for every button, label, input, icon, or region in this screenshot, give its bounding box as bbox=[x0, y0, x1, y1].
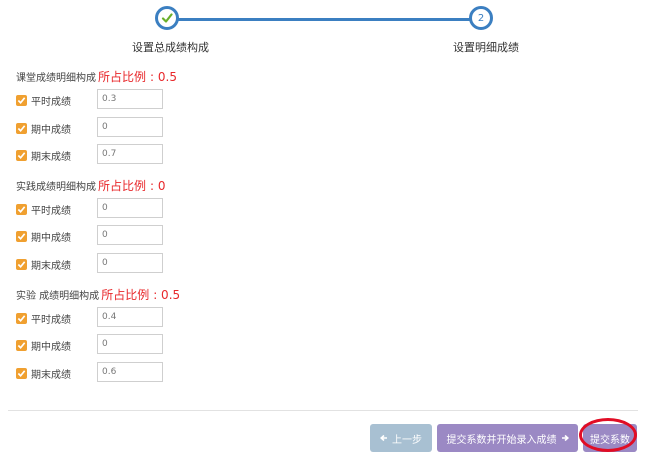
checkmark-icon bbox=[17, 314, 26, 322]
checkmark-icon bbox=[17, 369, 26, 377]
checkbox[interactable] bbox=[16, 230, 27, 242]
row-label: 平时成绩 bbox=[31, 314, 71, 326]
section-header: 实践成绩明细构成 所占比例 : 0 bbox=[16, 177, 166, 194]
checkmark-icon bbox=[17, 205, 26, 213]
step-2-number: 2 bbox=[477, 12, 485, 24]
coefficient-input[interactable] bbox=[97, 362, 163, 382]
arrow-right-icon bbox=[561, 434, 569, 442]
step-2-label: 设置明细成绩 bbox=[453, 41, 519, 54]
coef-row-final: 期末成绩 bbox=[16, 362, 163, 384]
checkmark-icon bbox=[17, 260, 26, 268]
coefficient-input[interactable] bbox=[97, 89, 163, 109]
coef-row-midterm: 期中成绩 bbox=[16, 117, 163, 139]
ratio-label: 所占比例 bbox=[98, 70, 147, 84]
stepper-connector bbox=[168, 18, 482, 21]
coef-row-midterm: 期中成绩 bbox=[16, 334, 163, 356]
checkbox[interactable] bbox=[16, 258, 27, 270]
ratio-label: 所占比例 bbox=[101, 288, 150, 302]
coefficient-input[interactable] bbox=[97, 144, 163, 164]
checkbox[interactable] bbox=[16, 312, 27, 324]
coef-row-midterm: 期中成绩 bbox=[16, 225, 163, 247]
row-label: 期末成绩 bbox=[31, 369, 71, 381]
footer-divider bbox=[8, 410, 638, 411]
step-1-label: 设置总成绩构成 bbox=[132, 41, 209, 54]
section-header: 实验 成绩明细构成 所占比例 : 0.5 bbox=[16, 286, 180, 303]
section-classroom: 课堂成绩明细构成 所占比例 : 0.5 bbox=[16, 68, 177, 85]
row-label: 期中成绩 bbox=[31, 341, 71, 353]
coef-row-final: 期末成绩 bbox=[16, 144, 163, 166]
section-practice: 实践成绩明细构成 所占比例 : 0 bbox=[16, 177, 166, 194]
row-label: 期中成绩 bbox=[31, 124, 71, 136]
row-label: 平时成绩 bbox=[31, 205, 71, 217]
coefficient-input[interactable] bbox=[97, 225, 163, 245]
section-experiment: 实验 成绩明细构成 所占比例 : 0.5 bbox=[16, 286, 180, 303]
checkbox[interactable] bbox=[16, 203, 27, 215]
submit-and-enter-label: 提交系数并开始录入成绩 bbox=[446, 434, 557, 446]
checkmark-icon bbox=[17, 96, 26, 104]
checkmark-icon bbox=[17, 341, 26, 349]
step-2-circle: 2 bbox=[469, 6, 493, 30]
coef-row-final: 期末成绩 bbox=[16, 253, 163, 275]
section-title: 实践成绩明细构成 bbox=[16, 182, 96, 193]
coef-row-usual: 平时成绩 bbox=[16, 307, 163, 329]
section-title: 课堂成绩明细构成 bbox=[16, 73, 96, 84]
coefficient-input[interactable] bbox=[97, 253, 163, 273]
arrow-left-icon bbox=[380, 434, 387, 442]
submit-and-enter-grades-button[interactable]: 提交系数并开始录入成绩 bbox=[437, 424, 578, 452]
check-icon bbox=[161, 13, 173, 23]
section-header: 课堂成绩明细构成 所占比例 : 0.5 bbox=[16, 68, 177, 85]
progress-stepper: 2 设置总成绩构成 设置明细成绩 bbox=[0, 0, 649, 60]
checkmark-icon bbox=[17, 124, 26, 132]
step-1-circle bbox=[155, 6, 179, 30]
ratio-label: 所占比例 bbox=[98, 179, 147, 193]
ratio-value: : 0 bbox=[150, 179, 166, 193]
checkbox[interactable] bbox=[16, 94, 27, 106]
checkbox[interactable] bbox=[16, 122, 27, 134]
coefficient-input[interactable] bbox=[97, 198, 163, 218]
checkbox[interactable] bbox=[16, 149, 27, 161]
checkmark-icon bbox=[17, 232, 26, 240]
prev-step-button[interactable]: 上一步 bbox=[370, 424, 432, 452]
row-label: 期中成绩 bbox=[31, 232, 71, 244]
coefficient-input[interactable] bbox=[97, 117, 163, 137]
section-title: 实验 成绩明细构成 bbox=[16, 291, 100, 302]
coefficient-input[interactable] bbox=[97, 307, 163, 327]
coef-row-usual: 平时成绩 bbox=[16, 89, 163, 111]
row-label: 期末成绩 bbox=[31, 151, 71, 163]
ratio-value: : 0.5 bbox=[153, 288, 181, 302]
coef-row-usual: 平时成绩 bbox=[16, 198, 163, 220]
prev-step-label: 上一步 bbox=[392, 434, 422, 446]
checkbox[interactable] bbox=[16, 367, 27, 379]
checkbox[interactable] bbox=[16, 339, 27, 351]
red-circle-annotation bbox=[579, 418, 637, 452]
ratio-value: : 0.5 bbox=[150, 70, 177, 84]
checkmark-icon bbox=[17, 151, 26, 159]
row-label: 平时成绩 bbox=[31, 96, 71, 108]
row-label: 期末成绩 bbox=[31, 260, 71, 272]
coefficient-input[interactable] bbox=[97, 334, 163, 354]
